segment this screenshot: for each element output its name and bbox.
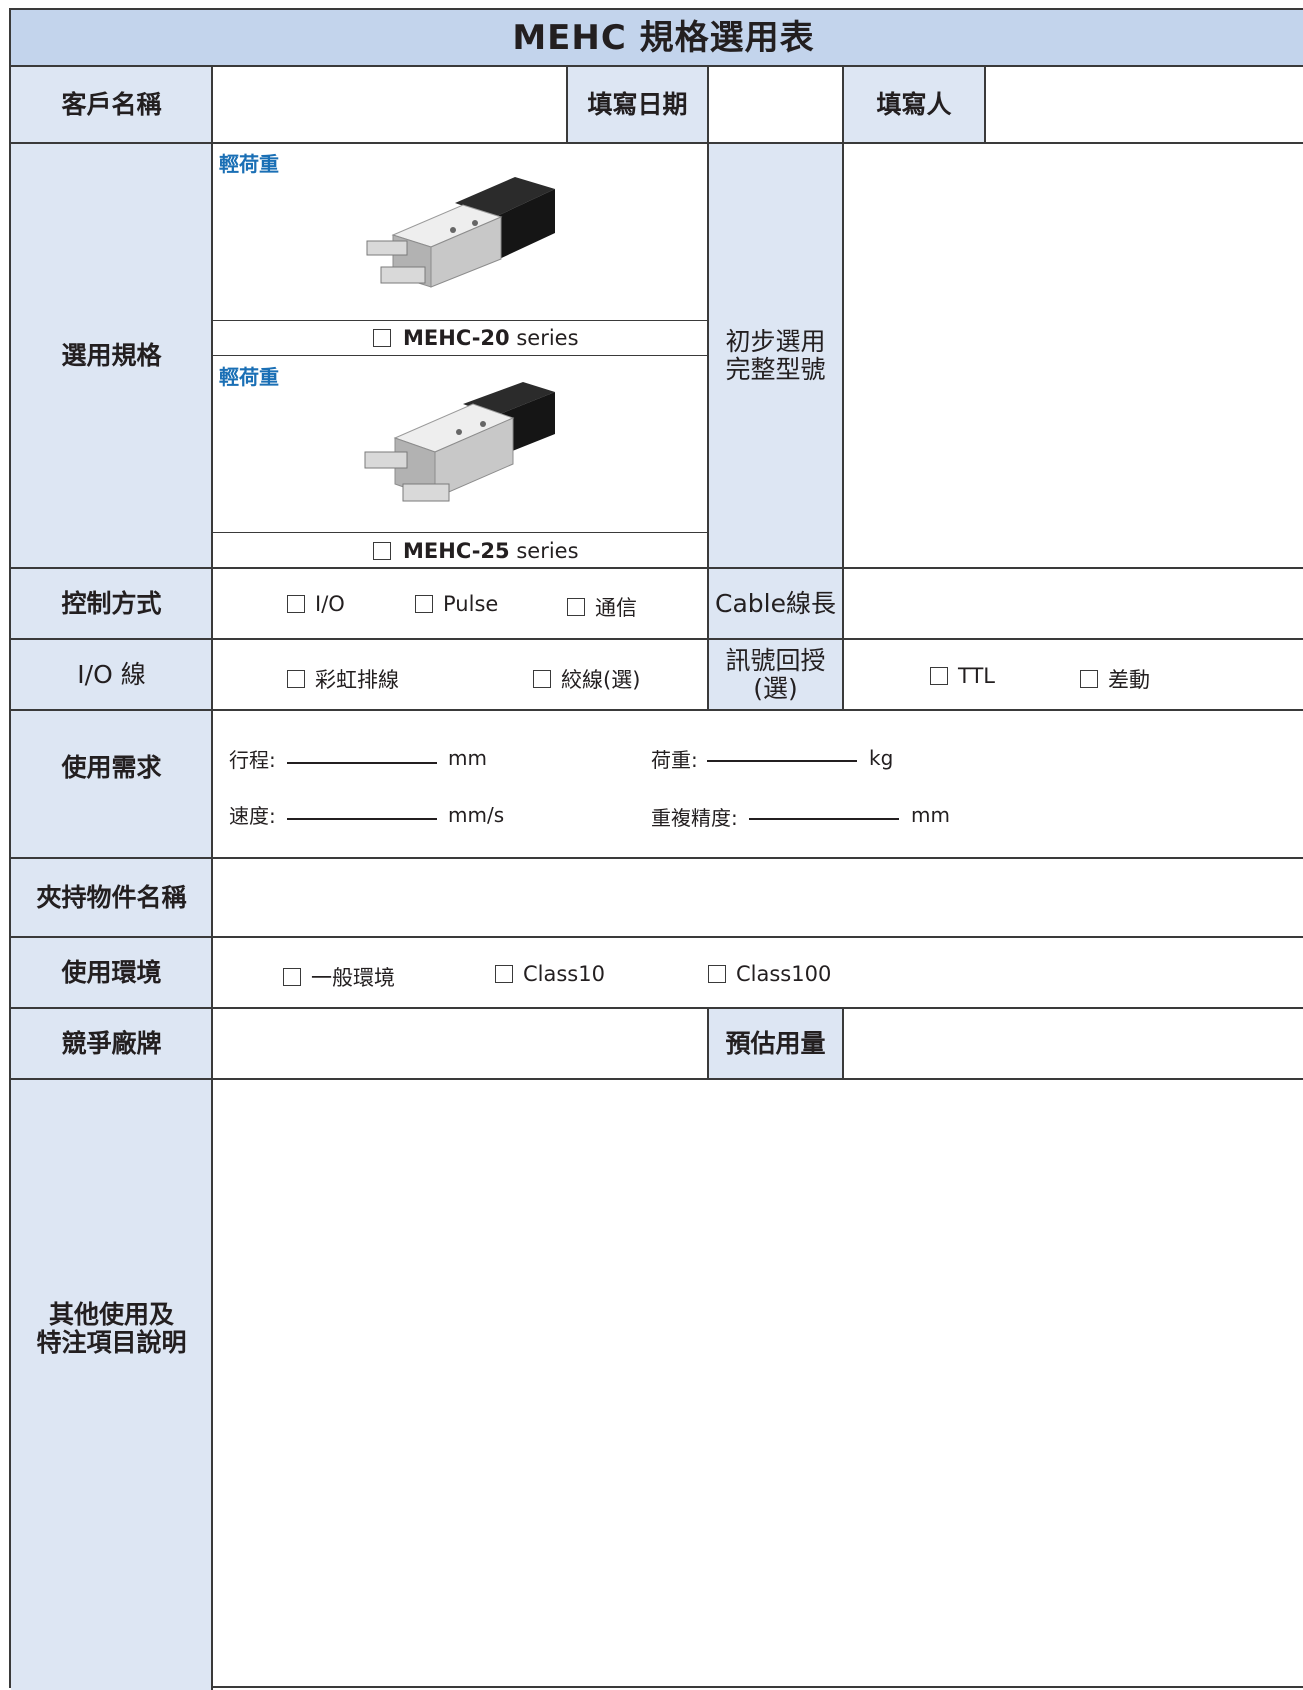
filled-by-field[interactable] <box>985 66 1303 143</box>
checkbox[interactable] <box>287 670 305 688</box>
control-option-pulse[interactable]: Pulse <box>415 592 498 616</box>
speed-label: 速度: <box>229 804 276 828</box>
stroke-label: 行程: <box>229 748 276 772</box>
cable-label: Cable線長 <box>708 568 843 639</box>
option-label: I/O <box>315 592 345 616</box>
series-model: MEHC-25 <box>403 539 510 563</box>
checkbox[interactable] <box>567 598 585 616</box>
repeat-unit: mm <box>911 803 950 827</box>
option-label: Class10 <box>523 962 605 986</box>
feedback-label: 訊號回授 (選) <box>708 639 843 710</box>
env-option-class10[interactable]: Class10 <box>495 962 605 986</box>
io-line-label: I/O 線 <box>11 639 212 710</box>
option-label: TTL <box>958 664 995 688</box>
checkbox[interactable] <box>708 965 726 983</box>
env-option-class100[interactable]: Class100 <box>708 962 831 986</box>
series-option-mehc-20[interactable]: MEHC-20 series <box>373 326 579 350</box>
env-option-general[interactable]: 一般環境 <box>283 962 395 992</box>
option-label: 一般環境 <box>311 966 395 990</box>
requirements-label: 使用需求 <box>11 710 212 858</box>
competitor-label: 競爭廠牌 <box>11 1008 212 1079</box>
speed-unit: mm/s <box>448 803 505 827</box>
load-tag: 輕荷重 <box>219 365 279 389</box>
form-frame: MEHC 規格選用表 客戶名稱 填寫日期 填寫人 選用規格 初步選用 完整型號 … <box>9 8 1303 1690</box>
fill-date-label: 填寫日期 <box>567 66 708 143</box>
fill-date-field[interactable] <box>708 66 843 143</box>
load-tag: 輕荷重 <box>219 152 279 176</box>
feedback-option-ttl[interactable]: TTL <box>930 664 995 688</box>
feedback-option-diff[interactable]: 差動 <box>1080 664 1150 694</box>
repeat-input[interactable] <box>749 818 899 820</box>
checkbox[interactable] <box>1080 670 1098 688</box>
notes-label: 其他使用及 特注項目說明 <box>11 1079 212 1690</box>
series-option-mehc-25[interactable]: MEHC-25 series <box>373 539 579 563</box>
electric-gripper-image <box>364 382 555 502</box>
model-label: 初步選用 完整型號 <box>708 143 843 568</box>
io-option-ribbon[interactable]: 彩虹排線 <box>287 664 399 694</box>
series-suffix: series <box>509 539 579 563</box>
checkbox[interactable] <box>373 329 391 347</box>
checkbox[interactable] <box>533 670 551 688</box>
speed-input[interactable] <box>287 818 437 820</box>
control-option-comm[interactable]: 通信 <box>567 592 637 622</box>
option-label: 彩虹排線 <box>315 668 399 692</box>
customer-field[interactable] <box>212 66 567 143</box>
quantity-label: 預估用量 <box>708 1008 843 1079</box>
competitor-field[interactable] <box>212 1008 708 1079</box>
stroke-input[interactable] <box>287 762 437 764</box>
checkbox[interactable] <box>287 595 305 613</box>
cable-field[interactable] <box>843 568 1303 639</box>
checkbox[interactable] <box>415 595 433 613</box>
option-label: 差動 <box>1108 668 1150 692</box>
option-label: 通信 <box>595 596 637 620</box>
checkbox[interactable] <box>283 968 301 986</box>
option-label: 絞線(選) <box>561 668 641 692</box>
object-name-label: 夾持物件名稱 <box>11 858 212 937</box>
checkbox[interactable] <box>373 542 391 560</box>
control-label: 控制方式 <box>11 568 212 639</box>
form-title: MEHC 規格選用表 <box>11 10 1303 66</box>
series-suffix: series <box>509 326 579 350</box>
stroke-unit: mm <box>448 746 487 770</box>
load-label: 荷重: <box>651 748 698 772</box>
model-field[interactable] <box>843 143 1303 568</box>
object-name-field[interactable] <box>212 858 1303 937</box>
repeat-label: 重複精度: <box>651 806 738 830</box>
notes-field[interactable] <box>212 1079 1303 1690</box>
option-label: Class100 <box>736 962 832 986</box>
control-option-io[interactable]: I/O <box>287 592 345 616</box>
option-label: Pulse <box>443 592 499 616</box>
quantity-field[interactable] <box>843 1008 1303 1079</box>
electric-gripper-image <box>366 177 555 288</box>
checkbox[interactable] <box>930 667 948 685</box>
checkbox[interactable] <box>495 965 513 983</box>
spec-label: 選用規格 <box>11 143 212 568</box>
series-model: MEHC-20 <box>403 326 510 350</box>
io-option-twisted[interactable]: 絞線(選) <box>533 664 640 694</box>
load-input[interactable] <box>707 760 857 762</box>
environment-label: 使用環境 <box>11 937 212 1008</box>
filled-by-label: 填寫人 <box>843 66 985 143</box>
customer-label: 客戶名稱 <box>11 66 212 143</box>
load-unit: kg <box>869 746 894 770</box>
